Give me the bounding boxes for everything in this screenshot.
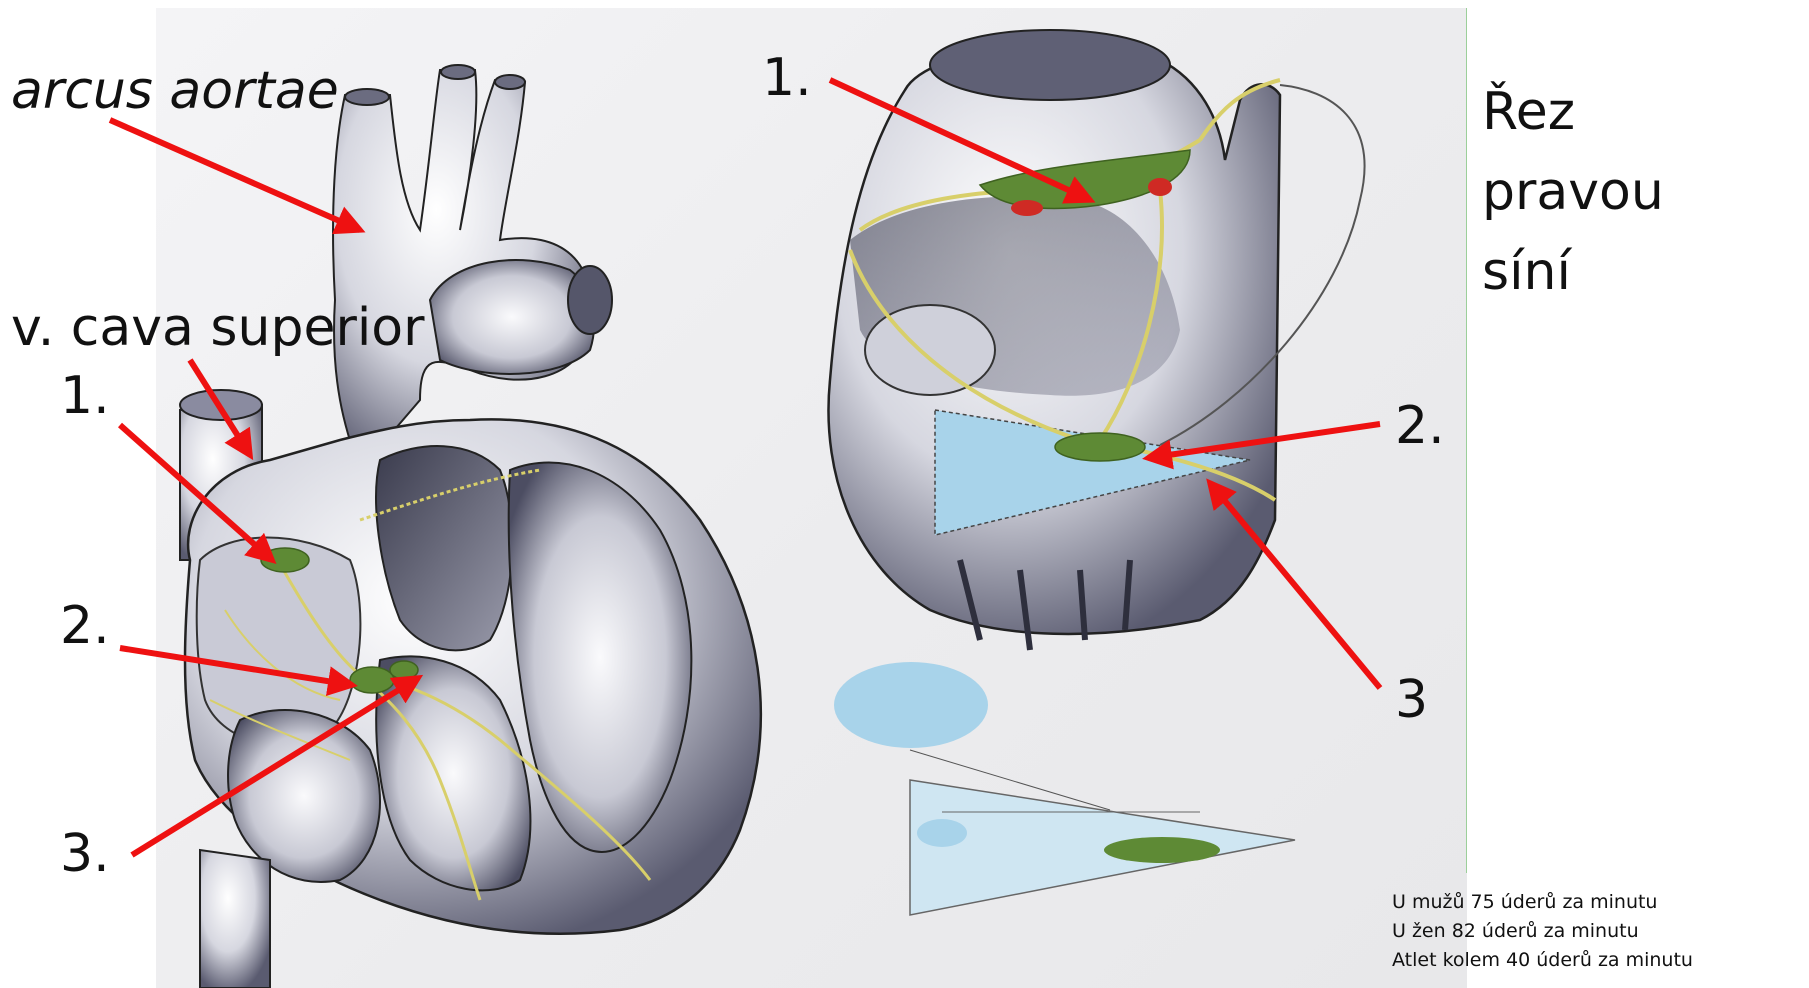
heart-rate-athlete: Atlet kolem 40 úderů za minutu xyxy=(1392,946,1809,975)
label-left-2: 2. xyxy=(60,600,110,652)
section-title-line-2: pravou xyxy=(1482,152,1664,232)
label-v-cava-superior: v. cava superior xyxy=(11,302,425,354)
heart-rate-women: U žen 82 úderů za minutu xyxy=(1392,917,1809,946)
arrow-arcus-aortae xyxy=(110,120,360,230)
label-right-1: 1. xyxy=(762,52,812,104)
triangle-schematic xyxy=(834,662,1295,915)
label-right-3: 3 xyxy=(1395,674,1428,726)
section-title-line-1: Řez xyxy=(1482,72,1664,152)
label-right-2: 2. xyxy=(1395,400,1445,452)
label-arcus-aortae: arcus aortae xyxy=(11,65,339,117)
section-title-line-3: síní xyxy=(1482,232,1664,312)
heart-rate-note: U mužů 75 úderů za minutu U žen 82 úderů… xyxy=(1384,888,1809,988)
label-left-3: 3. xyxy=(60,828,110,880)
right-atrium-section xyxy=(828,30,1364,650)
section-title: Řez pravou síní xyxy=(1482,72,1664,312)
heart-rate-men: U mužů 75 úderů za minutu xyxy=(1392,888,1809,917)
label-left-1: 1. xyxy=(60,370,110,422)
heart-frontal-section xyxy=(180,65,761,988)
